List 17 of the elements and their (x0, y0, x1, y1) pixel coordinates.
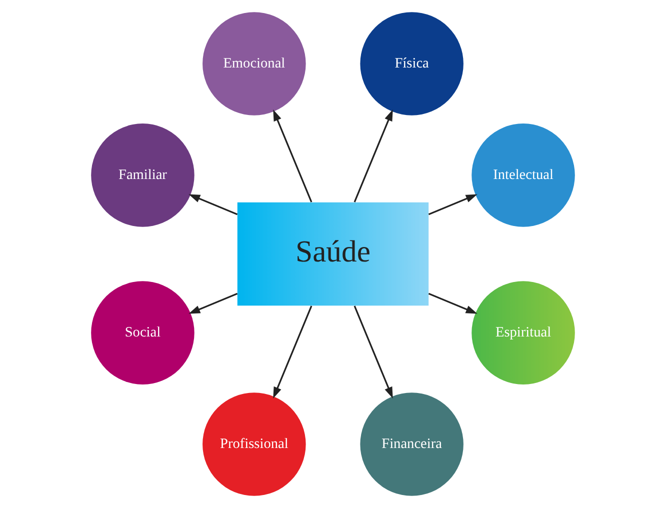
node-circle: Intelectual (471, 124, 574, 227)
node-circle: Espiritual (471, 281, 574, 384)
node-circle: Emocional (202, 12, 306, 116)
arrow (428, 194, 477, 216)
arrow (188, 194, 238, 216)
node-box: Saúde (236, 202, 428, 306)
node-circle: Financeira (360, 392, 463, 496)
node-circle: Social (90, 281, 194, 384)
arrow (353, 306, 392, 399)
arrow (272, 306, 312, 399)
arrow (188, 292, 238, 314)
node-circle: Física (360, 12, 463, 116)
arrow (353, 109, 392, 202)
arrow (428, 292, 477, 314)
node-circle: Profissional (202, 392, 306, 496)
arrow (272, 109, 312, 202)
node-circle: Familiar (90, 124, 194, 227)
